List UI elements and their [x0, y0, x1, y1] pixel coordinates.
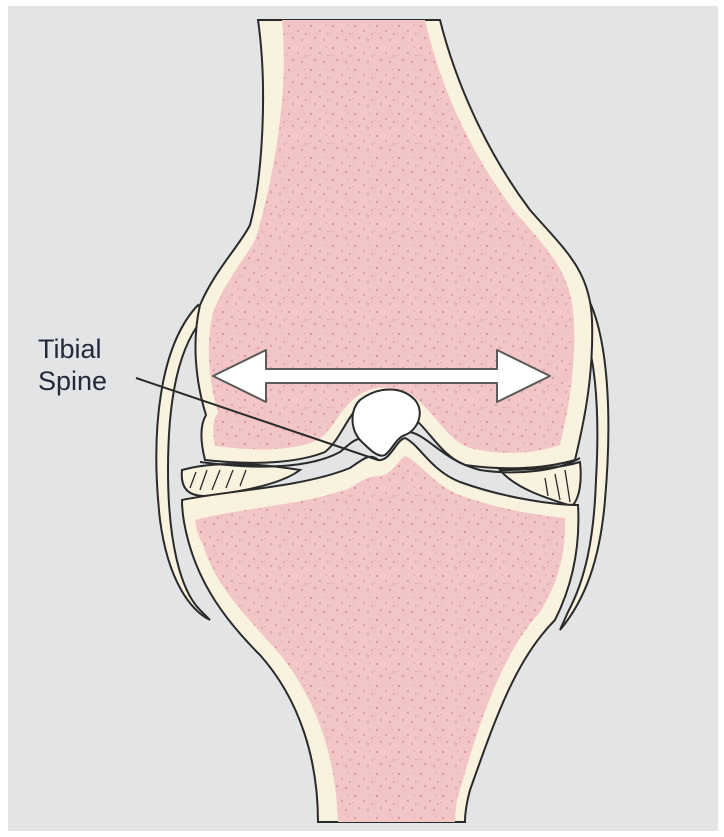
tibial-spine-label: Tibial Spine	[38, 333, 107, 397]
tibia	[182, 438, 578, 822]
label-line-1: Tibial	[38, 333, 107, 365]
label-line-2: Spine	[38, 365, 107, 397]
